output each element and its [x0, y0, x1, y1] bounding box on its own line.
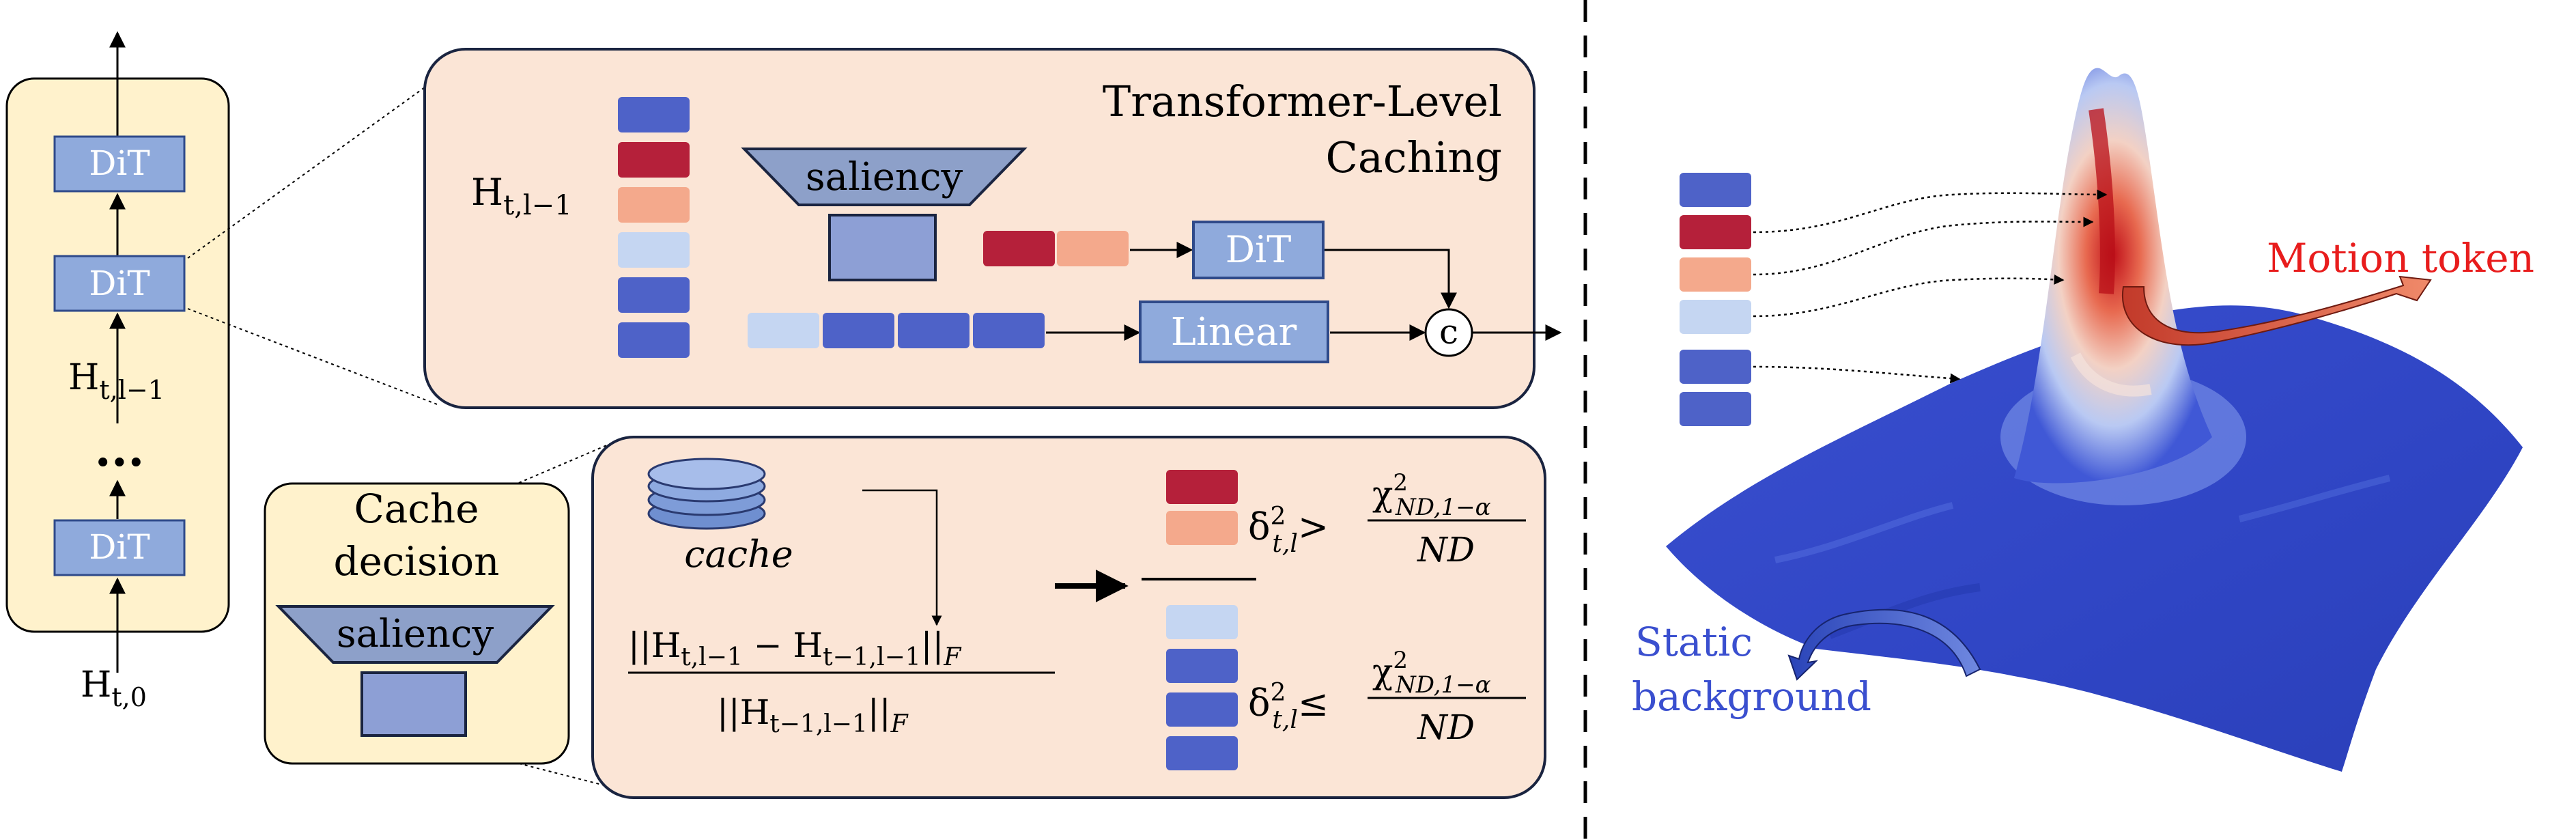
transformer-level-panel: Transformer-Level Caching Ht,l−1 salienc…	[423, 48, 1562, 409]
mapping-arrow-2	[1753, 216, 2094, 276]
zoom-line-4	[518, 763, 619, 789]
token	[618, 142, 690, 178]
cache-decision-title-1: Cache	[354, 486, 479, 532]
transformer-panel-title-1: Transformer-Level	[1103, 76, 1502, 126]
dit-block-bottom-label: DiT	[89, 527, 150, 567]
token	[1057, 231, 1129, 266]
fraction-denominator: ||Ht−1,l−1||F	[717, 692, 909, 738]
cache-label: cache	[684, 533, 793, 576]
concat-node	[1424, 308, 1473, 357]
token	[1166, 470, 1238, 504]
static-swirl-arrow	[1787, 608, 1981, 681]
cache-saliency-label: saliency	[337, 612, 494, 656]
token	[1680, 257, 1751, 292]
dit-block-top	[53, 135, 186, 193]
token	[618, 232, 690, 268]
cache-saliency-trapezoid	[275, 605, 555, 664]
token	[1680, 300, 1751, 334]
linear-block-label: Linear	[1171, 310, 1297, 354]
token	[983, 231, 1055, 266]
stack-ellipsis: ...	[94, 421, 144, 477]
zoom-line-1	[187, 78, 438, 259]
concat-label: c	[1439, 312, 1458, 352]
token	[1166, 511, 1238, 545]
token	[1680, 350, 1751, 384]
cache-decision-panel: cache ||Ht,l−1 − Ht−1,l−1||F ||Ht−1,l−1|…	[591, 436, 1546, 799]
dit-block-panel	[1192, 221, 1325, 279]
token	[618, 187, 690, 223]
dit-block-mid-label: DiT	[89, 264, 150, 303]
dit-block-mid	[53, 255, 186, 312]
token	[973, 313, 1045, 348]
token	[748, 313, 819, 348]
stack-input-label: Ht,0	[81, 664, 147, 712]
saliency-label: saliency	[806, 155, 963, 199]
token	[898, 313, 969, 348]
mapping-arrow-3	[1753, 274, 2065, 318]
surface-plane	[1666, 305, 2523, 772]
token	[1680, 173, 1751, 207]
dit-block-panel-label: DiT	[1226, 228, 1292, 271]
static-background-label-2: background	[1632, 673, 1871, 720]
mapping-arrow-1	[1753, 189, 2108, 234]
token	[1166, 605, 1238, 639]
motion-swirl-arrow	[2121, 275, 2432, 346]
token	[1680, 215, 1751, 249]
token	[618, 97, 690, 132]
dit-block-top-label: DiT	[89, 143, 150, 183]
motion-token-label: Motion token	[2267, 235, 2534, 281]
cache-saliency-box	[360, 671, 467, 737]
dit-stack: DiT DiT Ht,l−1 ... DiT Ht,0	[5, 31, 230, 712]
saliency-surface	[1666, 68, 2523, 772]
surface-token-column	[1680, 173, 1751, 426]
lower-condition-nd: ND	[1417, 708, 1475, 747]
cache-decision-title-2: decision	[333, 538, 499, 585]
token	[618, 277, 690, 313]
static-background-label-1: Static	[1635, 619, 1753, 665]
saliency-box	[828, 214, 937, 281]
token	[618, 322, 690, 358]
transformer-input-label: Ht,l−1	[471, 171, 572, 221]
upper-condition-nd: ND	[1417, 530, 1475, 570]
input-token-column	[618, 97, 690, 358]
saliency-trapezoid	[741, 148, 1028, 206]
token	[1166, 736, 1238, 770]
dit-block-bottom	[53, 519, 186, 576]
cache-decision-box: Cache decision saliency	[264, 482, 570, 765]
token	[1166, 692, 1238, 727]
cache-icon	[647, 458, 766, 530]
token	[1680, 392, 1751, 426]
mapping-arrow-4	[1753, 365, 1961, 384]
transformer-panel-title-2: Caching	[1325, 132, 1502, 182]
linear-block	[1139, 300, 1329, 363]
stack-hidden-label: Ht,l−1	[68, 357, 165, 405]
token	[823, 313, 894, 348]
zoom-line-2	[187, 308, 438, 405]
token	[1166, 649, 1238, 683]
fraction-numerator: ||Ht,l−1 − Ht−1,l−1||F	[628, 626, 962, 671]
